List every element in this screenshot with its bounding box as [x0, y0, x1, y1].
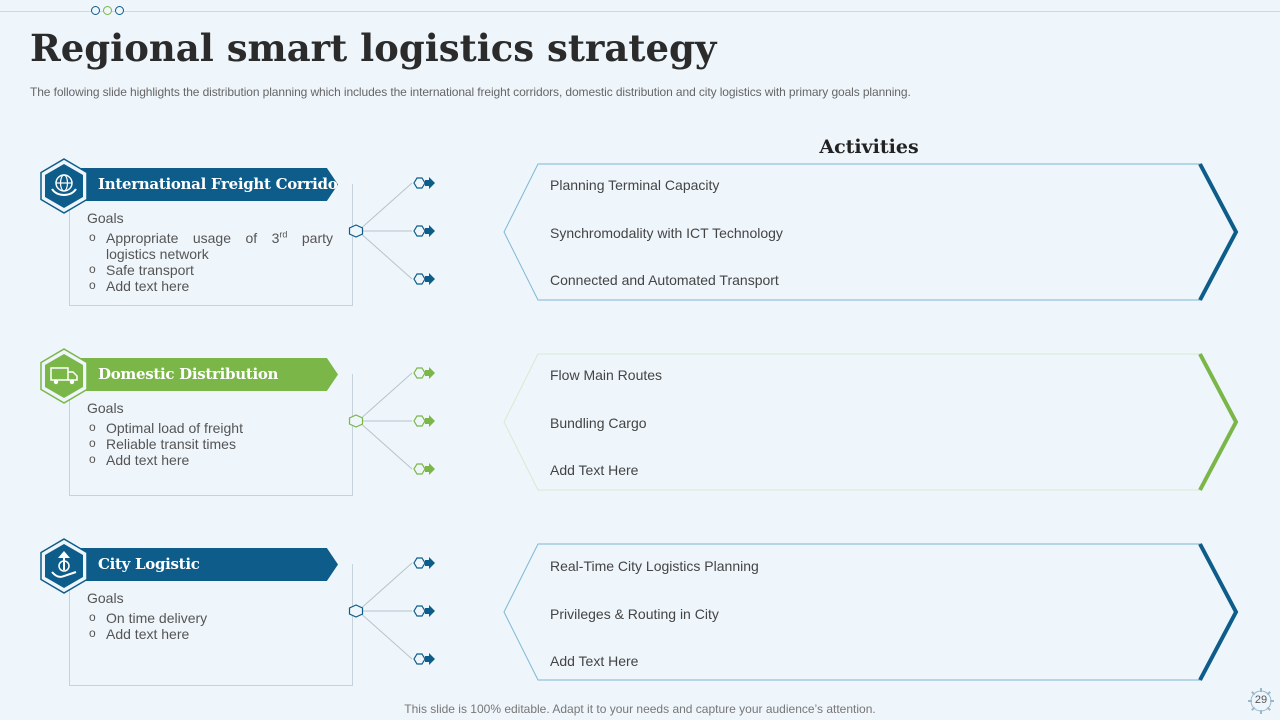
- goals-list: On time delivery Add text here: [87, 609, 333, 642]
- list-item: Add text here: [87, 625, 333, 642]
- page-number: 29: [1254, 694, 1268, 706]
- goals-box: [69, 374, 353, 496]
- list-item: Appropriate usage of 3rd party logistics…: [87, 229, 333, 262]
- goals-list: Optimal load of freight Reliable transit…: [87, 419, 333, 468]
- activity-item: Add Text Here: [550, 653, 639, 669]
- goals-label: Goals: [87, 590, 124, 606]
- activities-chevron: [503, 163, 1239, 301]
- section-international-freight: International Freight Corridors Goals Ap…: [0, 158, 1280, 318]
- goal-text: On time delivery: [106, 610, 208, 626]
- list-item: On time delivery: [87, 609, 333, 626]
- goals-box: [69, 184, 353, 306]
- activities-heading: Activities: [819, 136, 919, 158]
- dot-icon: [103, 6, 112, 15]
- footer-note: This slide is 100% editable. Adapt it to…: [404, 702, 876, 716]
- activity-item: Real-Time City Logistics Planning: [550, 558, 759, 574]
- goal-text: Add text here: [106, 626, 190, 642]
- section-banner: International Freight Corridors: [60, 168, 338, 201]
- goal-text: Add text here: [106, 452, 190, 468]
- goals-label: Goals: [87, 400, 124, 416]
- branch-connector: [348, 177, 435, 285]
- top-divider: [0, 11, 1280, 12]
- hand-arrow-icon: [40, 538, 88, 594]
- section-banner: City Logistic: [60, 548, 338, 581]
- section-city-logistic: City Logistic Goals On time delivery Add…: [0, 538, 1280, 698]
- branch-connector: [348, 557, 435, 665]
- goals-box: [69, 564, 353, 686]
- activity-item: Flow Main Routes: [550, 367, 663, 383]
- goal-text: Safe transport: [106, 262, 194, 278]
- goal-text: Reliable transit times: [106, 436, 236, 452]
- dot-icon: [91, 6, 100, 15]
- list-item: Safe transport: [87, 261, 333, 278]
- delivery-truck-icon: [40, 348, 88, 404]
- gear-icon: [1248, 688, 1274, 714]
- activities-chevron: [503, 543, 1239, 681]
- slide-subtitle: The following slide highlights the distr…: [30, 85, 911, 99]
- goal-text: Appropriate usage of 3: [106, 230, 280, 246]
- list-item: Optimal load of freight: [87, 419, 333, 436]
- activity-item: Connected and Automated Transport: [550, 272, 779, 288]
- dot-icon: [115, 6, 124, 15]
- branch-connector: [348, 367, 435, 475]
- activity-item: Planning Terminal Capacity: [550, 177, 720, 193]
- goals-list: Appropriate usage of 3rd party logistics…: [87, 229, 333, 294]
- decorative-dots: [91, 6, 124, 15]
- page-number-badge: 29: [1246, 686, 1276, 716]
- activities-chevron: [503, 353, 1239, 491]
- slide-title: Regional smart logistics strategy: [30, 26, 717, 70]
- goal-text: Optimal load of freight: [106, 420, 243, 436]
- goals-label: Goals: [87, 210, 124, 226]
- list-item: Reliable transit times: [87, 435, 333, 452]
- activity-item: Synchromodality with ICT Technology: [550, 225, 783, 241]
- goal-superscript: rd: [279, 229, 288, 240]
- list-item: Add text here: [87, 451, 333, 468]
- list-item: Add text here: [87, 277, 333, 294]
- globe-hands-icon: [40, 158, 88, 214]
- activity-item: Bundling Cargo: [550, 415, 647, 431]
- activity-item: Privileges & Routing in City: [550, 606, 719, 622]
- section-banner: Domestic Distribution: [60, 358, 338, 391]
- activity-item: Add Text Here: [550, 462, 639, 478]
- goal-text: Add text here: [106, 278, 190, 294]
- section-domestic-distribution: Domestic Distribution Goals Optimal load…: [0, 348, 1280, 508]
- goal-text: party logistics network: [106, 230, 333, 262]
